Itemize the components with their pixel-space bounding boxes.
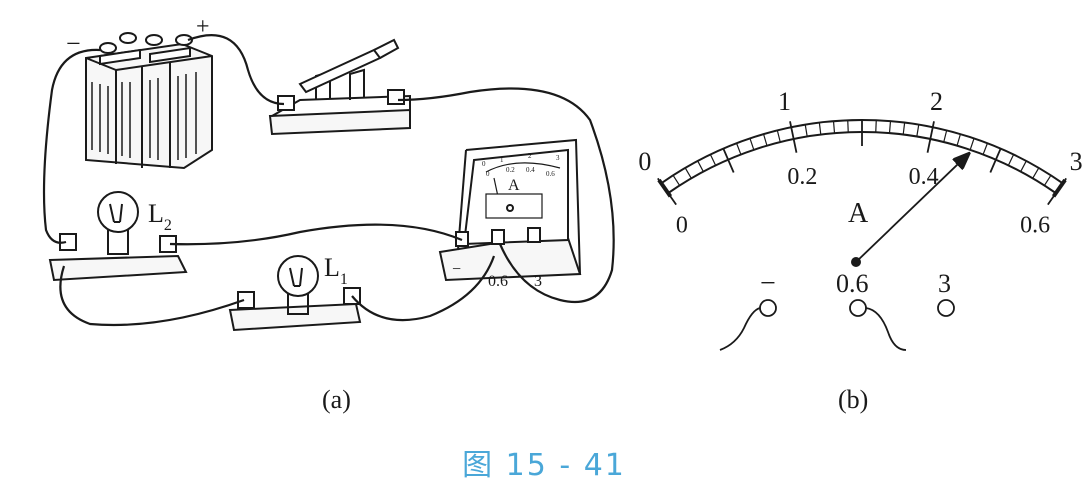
dial-major-tick [789, 121, 798, 153]
small-tick-top-0: 0 [482, 160, 486, 168]
dial-minor-tick [736, 143, 742, 155]
dial-minor-tick [804, 124, 808, 137]
dial-minor-tick [888, 121, 892, 134]
terminal-minus [759, 299, 777, 317]
dial-minor-tick [832, 121, 836, 134]
panel-b: 0 1 2 3 0 0.2 0.4 0.6 A − 0.6 3 [638, 87, 1083, 351]
dial-minor-tick [956, 133, 962, 146]
ammeter-small-terminal-labels: − 0.6 3 [452, 261, 542, 290]
dial-minor-tick [943, 130, 948, 143]
small-tick-top-1: 1 [500, 156, 504, 164]
small-tick-bot-2: 0.4 [526, 166, 535, 174]
dial-minor-tick [1043, 175, 1052, 186]
ammeter-small-symbol: A [508, 177, 520, 194]
terminal-3-label: 3 [938, 269, 951, 298]
dial-end-cap [1051, 178, 1067, 198]
ammeter-small [438, 138, 582, 282]
dial-major-tick [989, 148, 1002, 173]
battery-minus-label: − [66, 29, 81, 58]
small-tick-top-3: 3 [556, 154, 560, 162]
dial-major-tick [722, 148, 735, 173]
small-tick-bot-3: 0.6 [546, 170, 555, 178]
small-tick-bot-1: 0.2 [506, 166, 515, 174]
small-term-06: 0.6 [488, 273, 508, 290]
figure-caption: 图 15 - 41 [462, 448, 626, 483]
small-term-minus: − [452, 261, 461, 278]
dial-pointer-needle [855, 154, 969, 263]
wire-to-minus [719, 307, 761, 351]
dial-upper-label: 3 [1070, 147, 1083, 176]
dial-scale-band [657, 119, 1067, 206]
dial-upper-label: 2 [930, 87, 943, 116]
bulb-l2-label: L2 [148, 199, 172, 234]
panel-a: − + L2 [42, 14, 615, 332]
dial-symbol: A [848, 198, 869, 229]
dial-terminals [719, 299, 955, 351]
dial-minor-tick [709, 154, 717, 166]
dial-lower-label: 0.6 [1020, 212, 1050, 238]
dial-scale-labels: 0 1 2 3 0 0.2 0.4 0.6 [638, 87, 1082, 238]
battery-plus-label: + [196, 14, 210, 40]
dial-minor-tick [762, 133, 768, 146]
terminal-3 [937, 299, 955, 317]
dial-pivot [851, 257, 861, 267]
dial-major-tick [926, 121, 935, 153]
dial-minor-tick [982, 143, 988, 155]
dial-minor-tick [969, 138, 975, 150]
bulb-l1 [228, 255, 362, 332]
dial-minor-tick [684, 167, 692, 179]
dial-lower-label: 0.2 [787, 164, 817, 190]
dial-end-cap [657, 178, 673, 198]
bulb-l1-label: L1 [324, 253, 348, 288]
small-term-3: 3 [534, 273, 542, 290]
terminal-minus-label: − [760, 268, 776, 299]
ammeter-small-scale: 0 1 2 3 0 0.2 0.4 0.6 [482, 152, 560, 178]
dial-minor-tick [672, 175, 681, 186]
dial-terminal-labels: − 0.6 3 [760, 268, 951, 299]
dial-upper-label: 0 [638, 147, 651, 176]
panel-a-label: (a) [322, 385, 351, 414]
panel-b-label: (b) [838, 385, 868, 414]
bulb-l2 [48, 191, 188, 282]
terminal-06-label: 0.6 [836, 269, 869, 298]
dial-minor-tick [1032, 167, 1040, 179]
dial-minor-tick [916, 124, 920, 137]
dial-lower-label: 0 [676, 212, 688, 238]
dial-minor-tick [1020, 160, 1027, 172]
terminal-06 [849, 299, 867, 317]
wires [42, 34, 615, 327]
dial-lower-label: 0.4 [909, 164, 939, 190]
dial-minor-tick [697, 160, 704, 172]
dial-minor-tick [749, 138, 755, 150]
dial-minor-tick [902, 122, 906, 135]
dial-upper-label: 1 [778, 87, 791, 116]
dial-minor-tick [776, 130, 781, 143]
dial-minor-tick [1007, 154, 1015, 166]
knife-switch [268, 38, 411, 136]
battery-pack [85, 32, 213, 170]
wire-from-06 [865, 307, 907, 351]
small-tick-top-2: 2 [528, 152, 532, 160]
dial-minor-tick [818, 122, 822, 135]
small-tick-bot-0: 0 [486, 170, 490, 178]
